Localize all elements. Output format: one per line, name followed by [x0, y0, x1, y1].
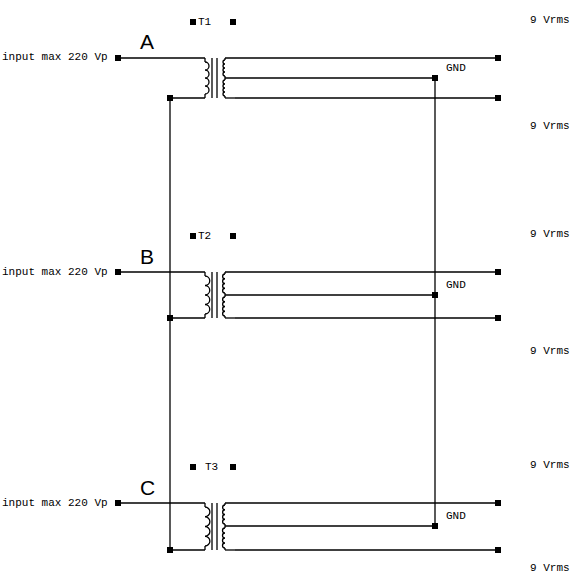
transformer-ref: T1	[198, 16, 211, 29]
phase-label: B	[140, 246, 154, 268]
output-terminal	[495, 269, 501, 275]
wire	[204, 503, 205, 507]
wire	[225, 97, 235, 98]
input-terminal	[115, 55, 121, 61]
input-rating: input max 220 Vp	[2, 266, 108, 279]
output-terminal	[495, 55, 501, 61]
transformer-core	[211, 58, 212, 98]
primary-winding	[205, 507, 210, 546]
primary-winding	[205, 276, 210, 314]
wire	[204, 58, 205, 62]
transformer-core	[216, 272, 217, 318]
output-voltage: 9 Vrms	[530, 120, 570, 133]
primary-winding	[205, 62, 209, 94]
common-wire	[169, 98, 170, 550]
secondary-winding	[223, 60, 225, 76]
input-terminal	[115, 269, 121, 275]
phase-label: A	[140, 31, 154, 53]
output-terminal	[495, 315, 501, 321]
input-rating: input max 220 Vp	[2, 497, 108, 510]
polarity-dot	[230, 19, 236, 25]
wire	[225, 57, 498, 58]
secondary-winding	[223, 274, 225, 293]
input-terminal	[115, 500, 121, 506]
wire	[118, 502, 205, 503]
wire	[204, 272, 205, 276]
wire	[225, 525, 435, 526]
ground-wire	[434, 78, 435, 526]
transformer-ref: T3	[205, 461, 218, 474]
phase-label: C	[140, 477, 155, 499]
output-terminal	[495, 95, 501, 101]
output-terminal	[495, 500, 501, 506]
wire	[225, 317, 235, 318]
ground-label: GND	[446, 510, 466, 523]
wire	[170, 317, 205, 318]
polarity-dot	[190, 233, 196, 239]
wire	[170, 549, 205, 550]
transformer-ref: T2	[198, 230, 211, 243]
transformer-core	[211, 272, 212, 318]
wire	[235, 97, 498, 98]
wire	[225, 502, 498, 503]
wire	[225, 77, 435, 78]
wire	[225, 271, 498, 272]
secondary-winding	[223, 528, 226, 548]
wire	[118, 57, 205, 58]
polarity-dot	[230, 464, 236, 470]
output-voltage: 9 Vrms	[530, 562, 570, 575]
ground-label: GND	[446, 279, 466, 292]
wire	[118, 271, 205, 272]
input-rating: input max 220 Vp	[2, 51, 108, 64]
output-voltage: 9 Vrms	[530, 14, 570, 27]
transformer-core	[216, 503, 217, 550]
secondary-winding	[223, 505, 225, 524]
polarity-dot	[190, 464, 196, 470]
polarity-dot	[190, 19, 196, 25]
output-voltage: 9 Vrms	[530, 228, 570, 241]
output-voltage: 9 Vrms	[530, 345, 570, 358]
wire	[225, 294, 435, 295]
wire	[170, 97, 205, 98]
secondary-winding	[223, 80, 225, 96]
wire	[235, 317, 498, 318]
polarity-dot	[230, 233, 236, 239]
wire	[225, 549, 235, 550]
ground-label: GND	[446, 62, 466, 75]
transformer-core	[211, 503, 212, 550]
transformer-core	[216, 58, 217, 98]
secondary-winding	[223, 297, 225, 316]
output-voltage: 9 Vrms	[530, 459, 570, 472]
wire	[235, 549, 498, 550]
output-terminal	[495, 547, 501, 553]
